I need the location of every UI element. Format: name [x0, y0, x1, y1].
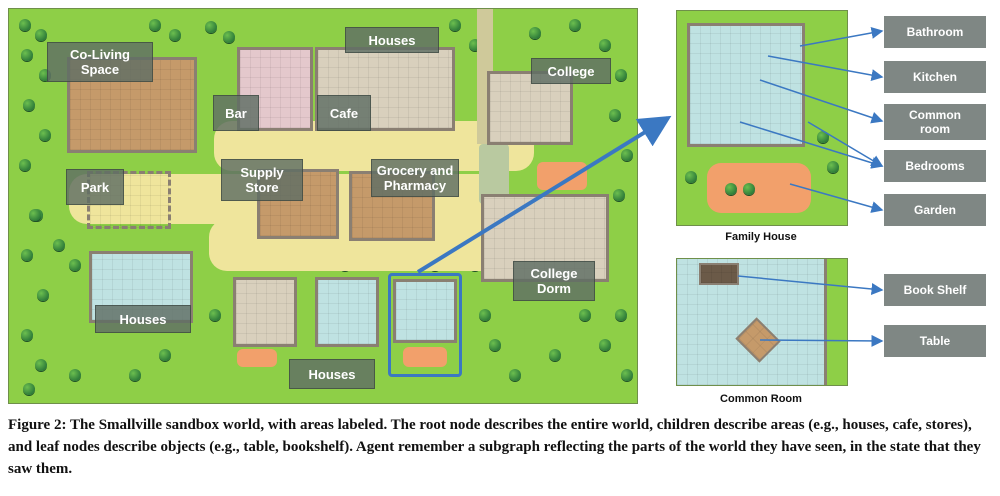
tree: [35, 359, 47, 371]
garden-plot: [403, 347, 447, 367]
tree: [35, 29, 47, 41]
tree: [599, 39, 611, 51]
tree: [149, 19, 161, 31]
tree: [613, 189, 625, 201]
tree: [21, 49, 33, 61]
tree: [209, 309, 221, 321]
label-houses-bottom: Houses: [289, 359, 375, 389]
tree: [529, 27, 541, 39]
tree: [817, 131, 829, 143]
tree: [169, 29, 181, 41]
tree: [549, 349, 561, 361]
family-house-highlight: [388, 273, 462, 377]
callout-book-shelf: Book Shelf: [884, 274, 986, 306]
tree: [609, 109, 621, 121]
tree: [725, 183, 737, 195]
tree: [449, 19, 461, 31]
label-park: Park: [66, 169, 124, 205]
tree: [29, 209, 41, 221]
callout-common-room: Common room: [884, 104, 986, 140]
callout-table: Table: [884, 325, 986, 357]
family-house-map: [676, 10, 848, 226]
tree: [159, 349, 171, 361]
tree: [827, 161, 839, 173]
garden-plot: [537, 162, 587, 190]
label-college-dorm: College Dorm: [513, 261, 595, 301]
family-house-caption: Family House: [725, 231, 797, 243]
tree: [743, 183, 755, 195]
callout-kitchen: Kitchen: [884, 61, 986, 93]
tree: [579, 309, 591, 321]
tree: [621, 369, 633, 381]
label-cafe: Cafe: [317, 95, 371, 131]
tree: [223, 31, 235, 43]
garden-plot: [707, 163, 811, 213]
tree: [21, 249, 33, 261]
family-house-interior: [687, 23, 805, 147]
label-houses-left: Houses: [95, 305, 191, 333]
book-shelf: [699, 263, 739, 285]
garden-plot: [237, 349, 277, 367]
smallville-map: Co-Living Space Houses College Bar Cafe …: [8, 8, 638, 404]
family-house-building: [393, 279, 457, 343]
tree: [69, 369, 81, 381]
tree: [23, 383, 35, 395]
common-room-caption: Common Room: [720, 393, 802, 405]
tree: [489, 339, 501, 351]
tree: [19, 19, 31, 31]
tree: [479, 309, 491, 321]
house-building: [233, 277, 297, 347]
common-room-map: [676, 258, 848, 386]
callout-garden: Garden: [884, 194, 986, 226]
tree: [615, 69, 627, 81]
tree: [615, 309, 627, 321]
tree: [23, 99, 35, 111]
label-coliving-space: Co-Living Space: [47, 42, 153, 82]
tree: [685, 171, 697, 183]
tree: [509, 369, 521, 381]
tree: [37, 289, 49, 301]
tree: [69, 259, 81, 271]
label-houses-top: Houses: [345, 27, 439, 53]
tree: [599, 339, 611, 351]
bar-building: [237, 47, 313, 131]
tree: [39, 129, 51, 141]
house-building: [315, 277, 379, 347]
figure-caption: Figure 2: The Smallville sandbox world, …: [8, 417, 981, 477]
tree: [53, 239, 65, 251]
callout-bedrooms: Bedrooms: [884, 150, 986, 182]
tree: [21, 329, 33, 341]
tree: [205, 21, 217, 33]
tree: [19, 159, 31, 171]
tree: [569, 19, 581, 31]
tree: [129, 369, 141, 381]
label-college: College: [531, 58, 611, 84]
label-supply-store: Supply Store: [221, 159, 303, 201]
callout-bathroom: Bathroom: [884, 16, 986, 48]
label-grocery-pharmacy: Grocery and Pharmacy: [371, 159, 459, 197]
tree: [621, 149, 633, 161]
label-bar: Bar: [213, 95, 259, 131]
